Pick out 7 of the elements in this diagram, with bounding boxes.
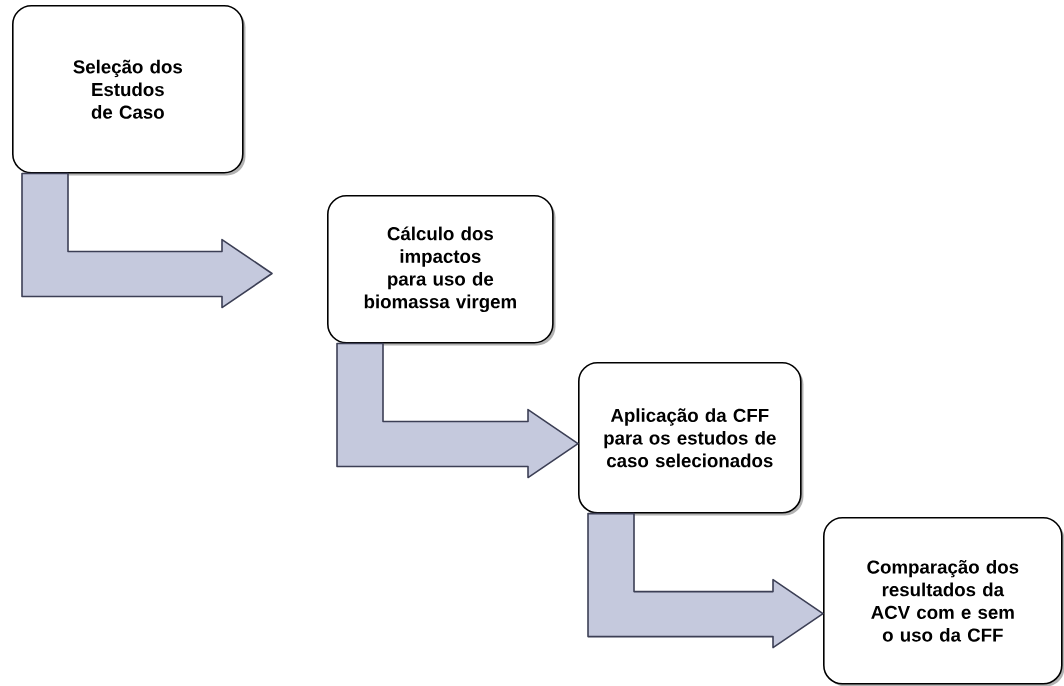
bent-arrow <box>336 342 579 479</box>
process-box: Seleção dos Estudos de Caso <box>12 5 246 176</box>
process-box: Comparação dos resultados da ACV com e sem o uso da CFF <box>823 517 1064 686</box>
bent-arrow <box>21 172 273 309</box>
process-box: Cálculo dos impactos para uso de biomassa virgem <box>327 195 556 346</box>
bent-arrow <box>587 512 824 649</box>
process-box: Aplicação da CFF para os estudos de caso selecionados <box>578 362 804 516</box>
